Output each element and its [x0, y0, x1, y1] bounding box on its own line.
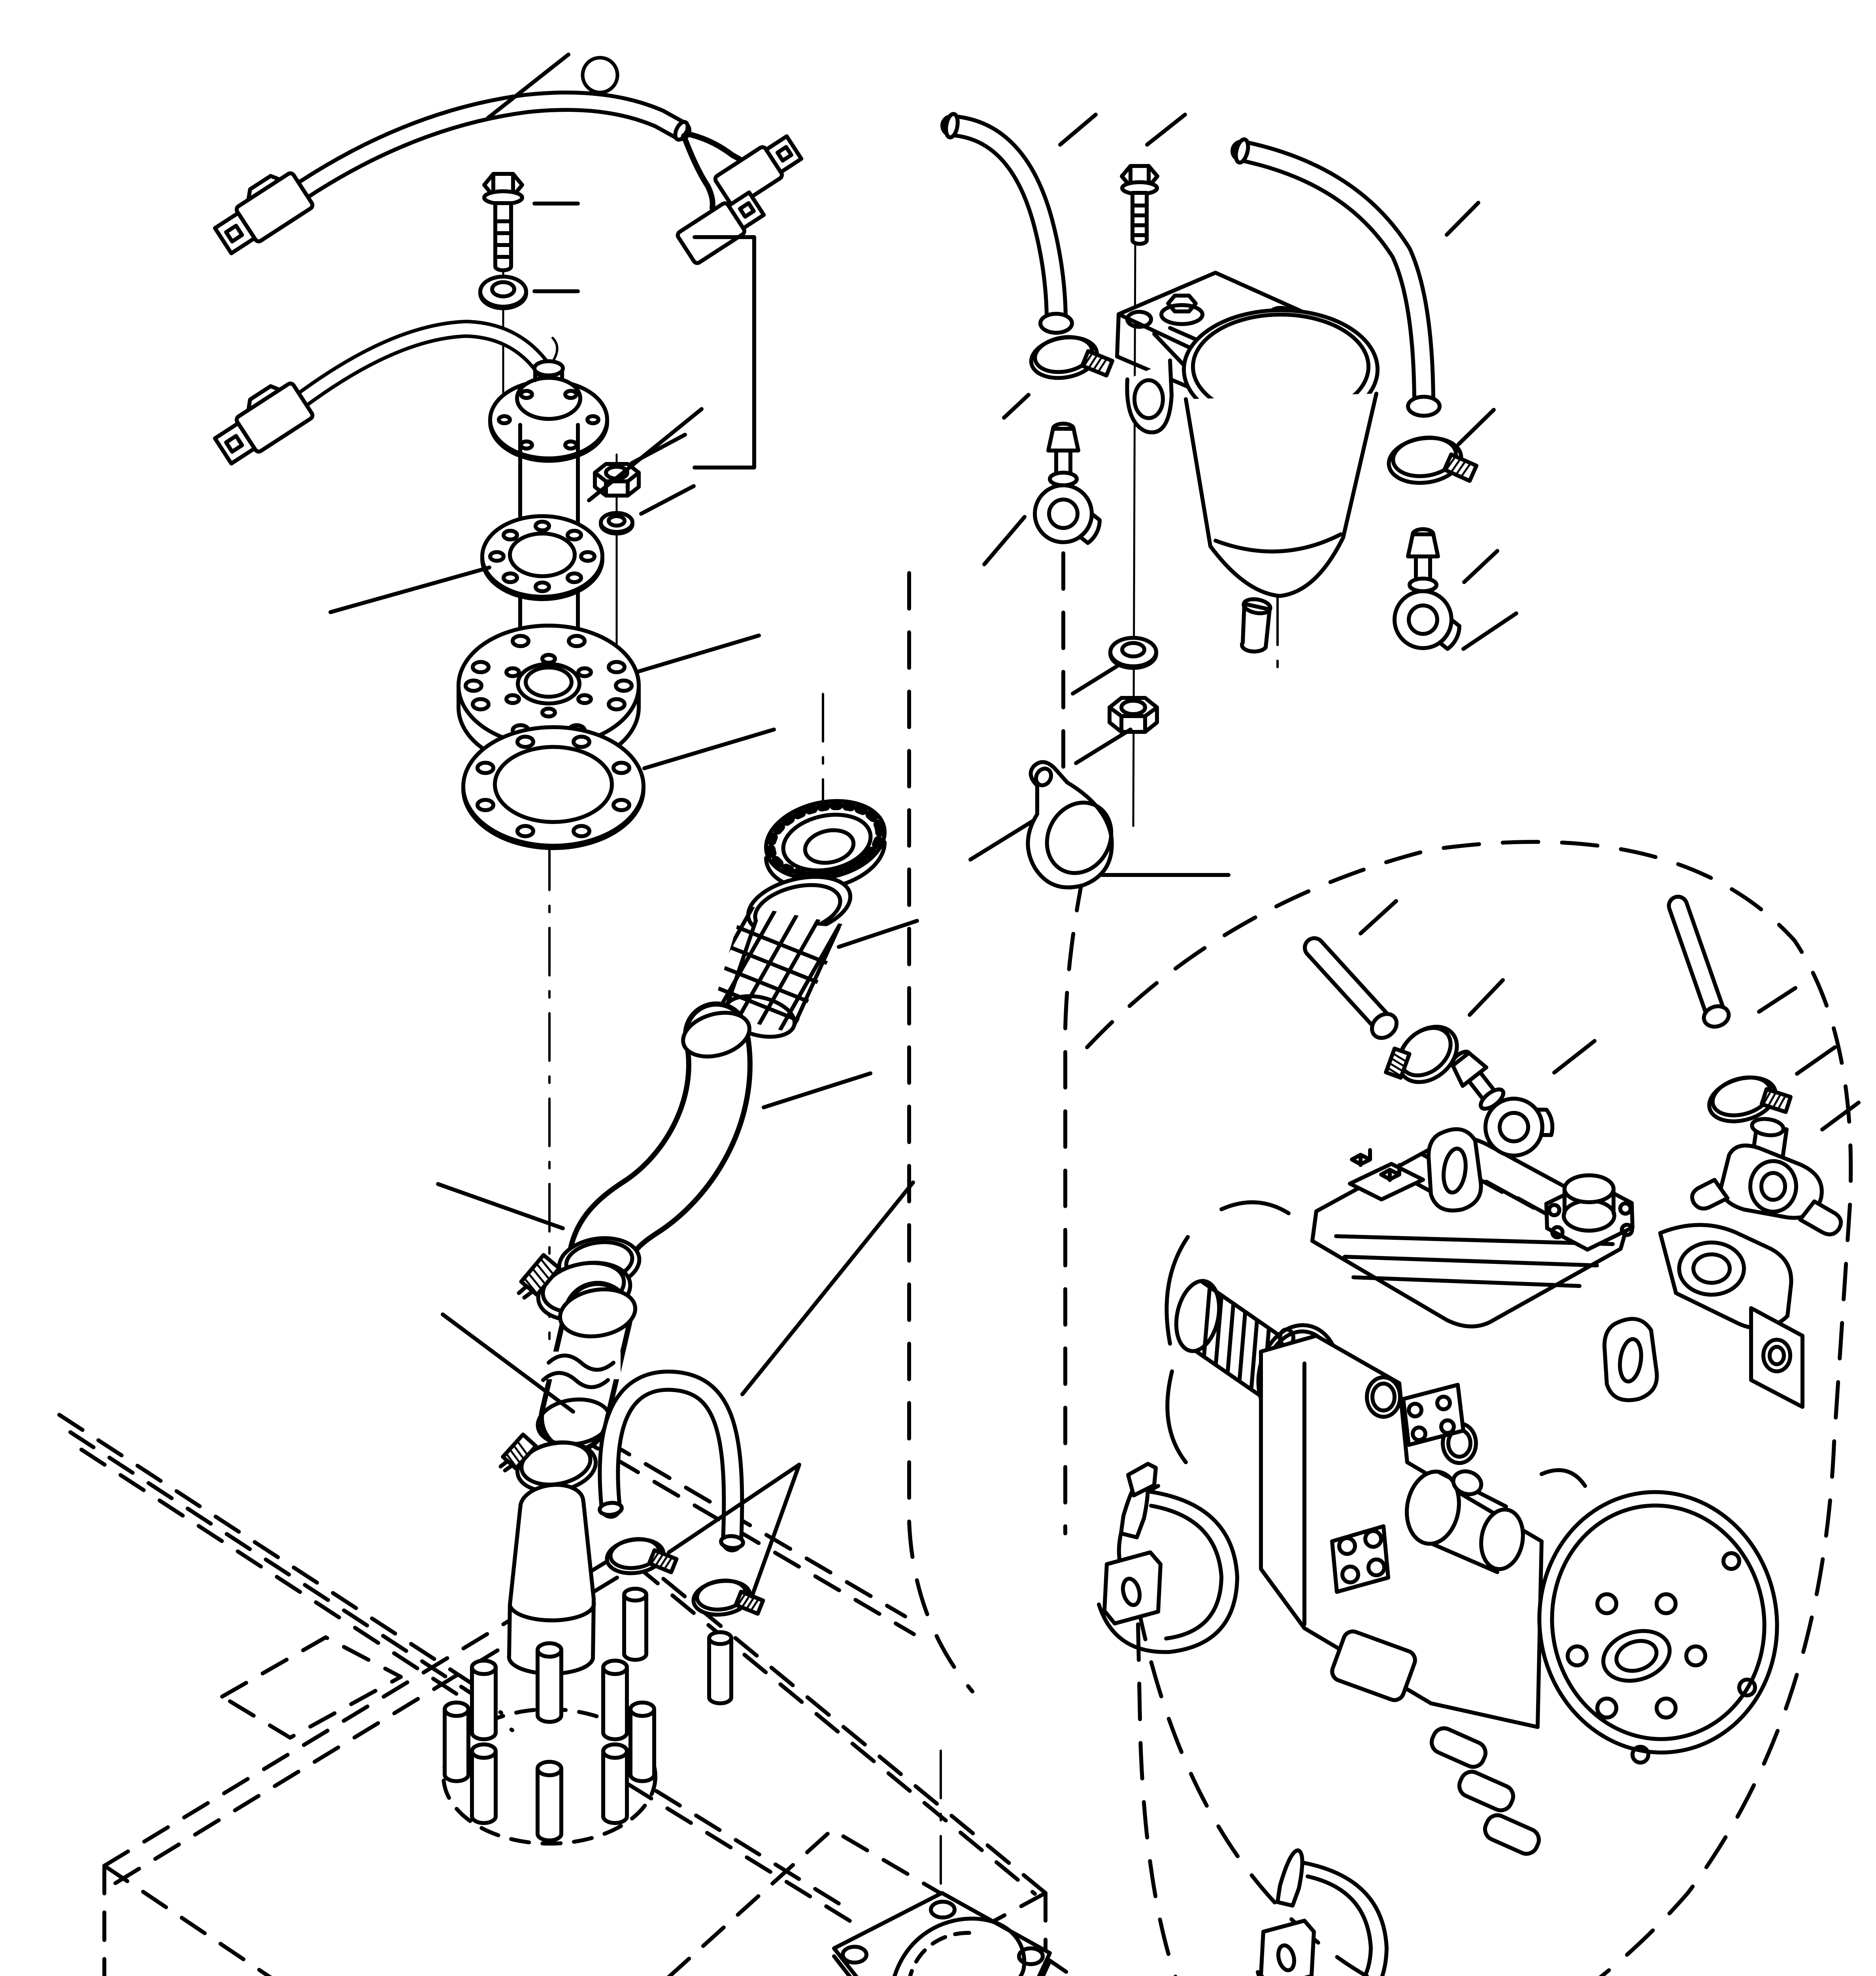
sender-gasket-thin [480, 514, 604, 601]
filler-strainer [712, 875, 853, 1039]
vent-stub-left [622, 1587, 648, 1662]
hose-clamp-mid [1384, 1025, 1459, 1084]
fuel-filter-assembly [940, 112, 1479, 734]
engine-feed-hose [1303, 936, 1399, 1040]
engine [1117, 1127, 1804, 1856]
filter-mount-bolt [1120, 164, 1159, 246]
wiring-harness [213, 91, 804, 265]
callout-5b[interactable]: 5B [581, 56, 619, 94]
hose-routing-phantom-lines [907, 551, 1853, 1976]
p-clamp [1026, 760, 1114, 890]
strap-clamp-2 [1256, 1848, 1389, 1976]
sender-lock-washer [599, 511, 634, 535]
banjo-fitting-right [1393, 527, 1461, 651]
hose-clamp-filter-right [1387, 436, 1479, 485]
banjo-fitting-left [1033, 422, 1102, 545]
fuel-tank-outline [57, 1413, 1076, 1976]
strap-clamp-1 [1097, 1462, 1239, 1654]
filter-nut [1108, 696, 1159, 734]
filler-neck [507, 1483, 596, 1676]
harness-connector-3 [676, 190, 766, 265]
filler-cap [764, 799, 887, 891]
hose-clamp-filter-left [1029, 335, 1115, 380]
harness-connector-1 [213, 171, 315, 255]
filter-inlet-hose [940, 112, 1074, 335]
harness-connector-2 [713, 134, 804, 209]
flange-gasket-ring [461, 725, 645, 850]
filter-washer [1108, 636, 1158, 670]
filter-outlet-hose [1231, 137, 1442, 418]
sediment-bowl [1182, 308, 1380, 654]
callout-badge [581, 56, 619, 94]
tee-fitting [1690, 1117, 1843, 1237]
fuel-level-sender [488, 337, 609, 674]
tank-stud-ring [442, 1641, 657, 1846]
leader-lines [328, 53, 1861, 1599]
access-cover-plate [832, 1891, 1052, 1976]
vent-clamp-right [691, 1578, 765, 1617]
hose-clamp-tee [1707, 1075, 1793, 1124]
sender-mount-washer [478, 275, 528, 310]
callout-label: 5B [585, 63, 615, 89]
vent-stub-right [707, 1630, 733, 1705]
vent-hose [598, 1369, 745, 1552]
sender-cable [213, 320, 554, 466]
banjo-fitting-mid [1450, 1050, 1555, 1158]
tee-hose [1667, 895, 1731, 1029]
vent-clamp-left [605, 1537, 679, 1575]
filler-hose-upper [557, 1001, 753, 1296]
sender-cable-connector [213, 381, 315, 466]
sender-mount-bolt [482, 172, 524, 272]
filler-hose-lower [536, 1281, 638, 1453]
